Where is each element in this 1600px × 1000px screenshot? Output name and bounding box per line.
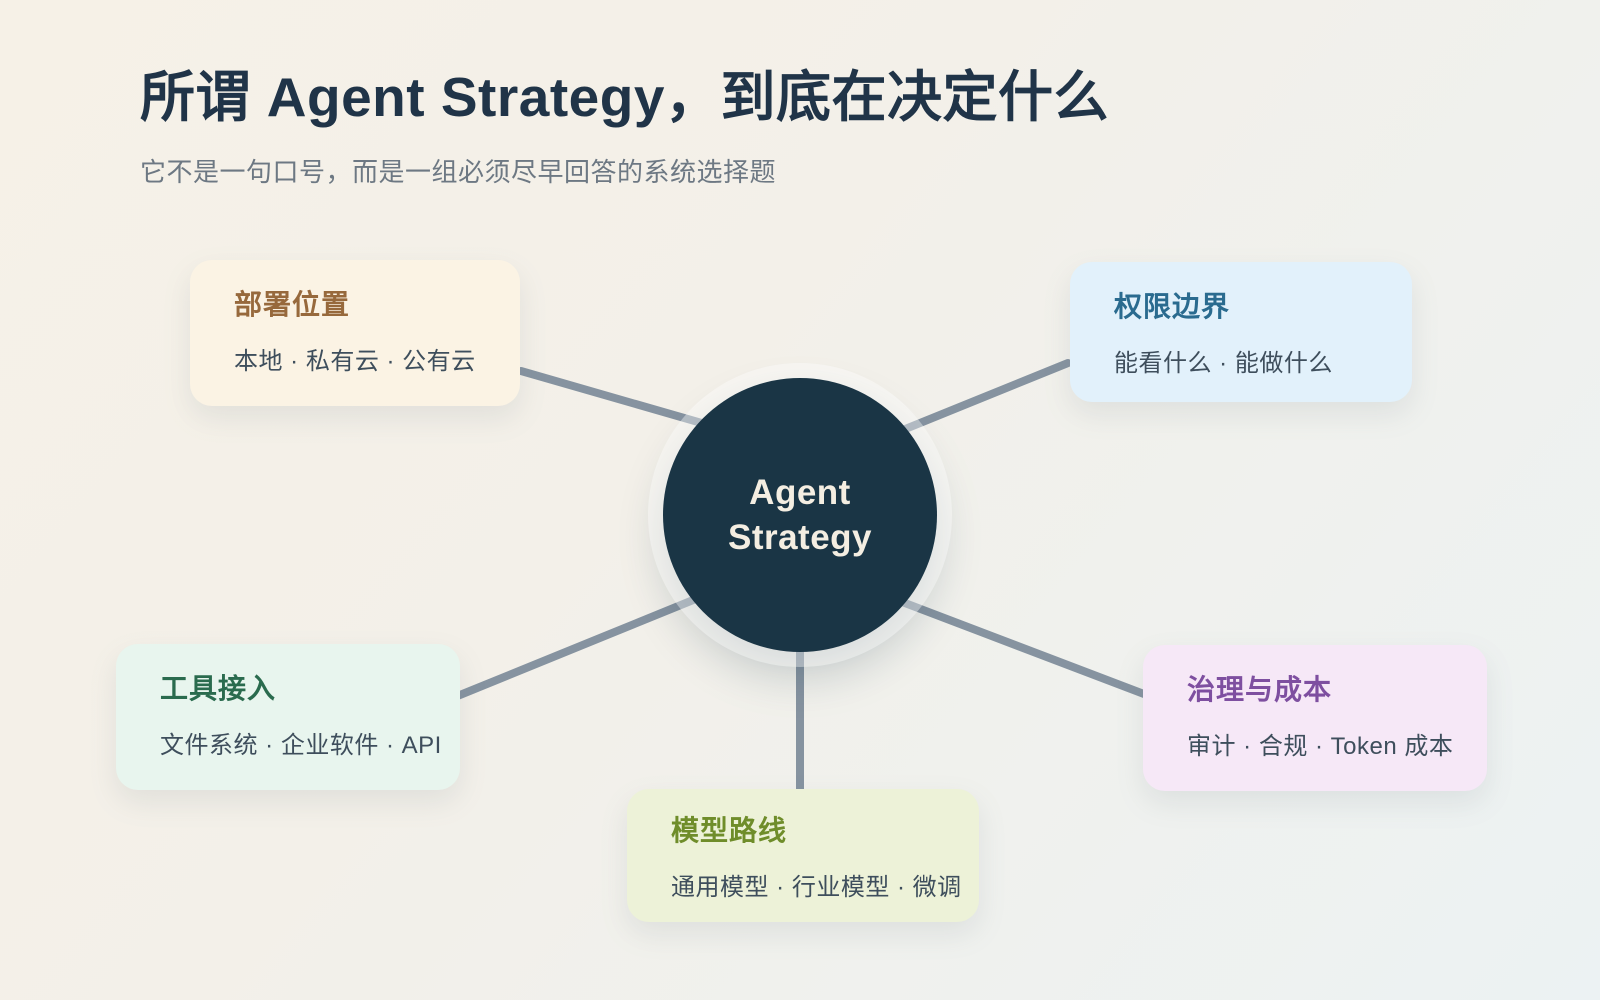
node-card-permissions: 权限边界 能看什么 · 能做什么 [1070, 262, 1412, 402]
node-body-model: 通用模型 · 行业模型 · 微调 [671, 874, 962, 901]
node-title-deploy: 部署位置 [234, 289, 351, 320]
page-subtitle: 它不是一句口号，而是一组必须尽早回答的系统选择题 [140, 157, 777, 187]
connector-tools [451, 592, 707, 701]
header: 所谓 Agent Strategy，到底在决定什么 它不是一句口号，而是一组必须… [140, 64, 1109, 189]
hub-label-line1: Agent [749, 472, 851, 512]
node-body-deploy: 本地 · 私有云 · 公有云 [234, 348, 476, 375]
node-card-model: 模型路线 通用模型 · 行业模型 · 微调 [627, 789, 979, 922]
node-body-governance: 审计 · 合规 · Token 成本 [1187, 733, 1454, 760]
node-card-tools: 工具接入 文件系统 · 企业软件 · API [116, 644, 460, 790]
connector-permissions [884, 359, 1072, 440]
node-card-deploy: 部署位置 本地 · 私有云 · 公有云 [190, 260, 520, 406]
node-card-governance: 治理与成本 审计 · 合规 · Token 成本 [1143, 645, 1487, 791]
connector-deploy [517, 367, 716, 430]
hub-label-line2: Strategy [727, 518, 873, 557]
node-title-governance: 治理与成本 [1187, 674, 1333, 705]
node-title-model: 模型路线 [671, 815, 788, 846]
node-title-permissions: 权限边界 [1114, 291, 1231, 322]
page-title: 所谓 Agent Strategy，到底在决定什么 [140, 66, 1109, 128]
node-body-permissions: 能看什么 · 能做什么 [1114, 350, 1333, 377]
node-body-tools: 文件系统 · 企业软件 · API [160, 732, 442, 759]
hub-label: Agent Strategy [728, 470, 872, 561]
connector-governance [893, 596, 1148, 698]
node-title-tools: 工具接入 [160, 673, 277, 704]
hub-agent-strategy: Agent Strategy [663, 378, 937, 652]
